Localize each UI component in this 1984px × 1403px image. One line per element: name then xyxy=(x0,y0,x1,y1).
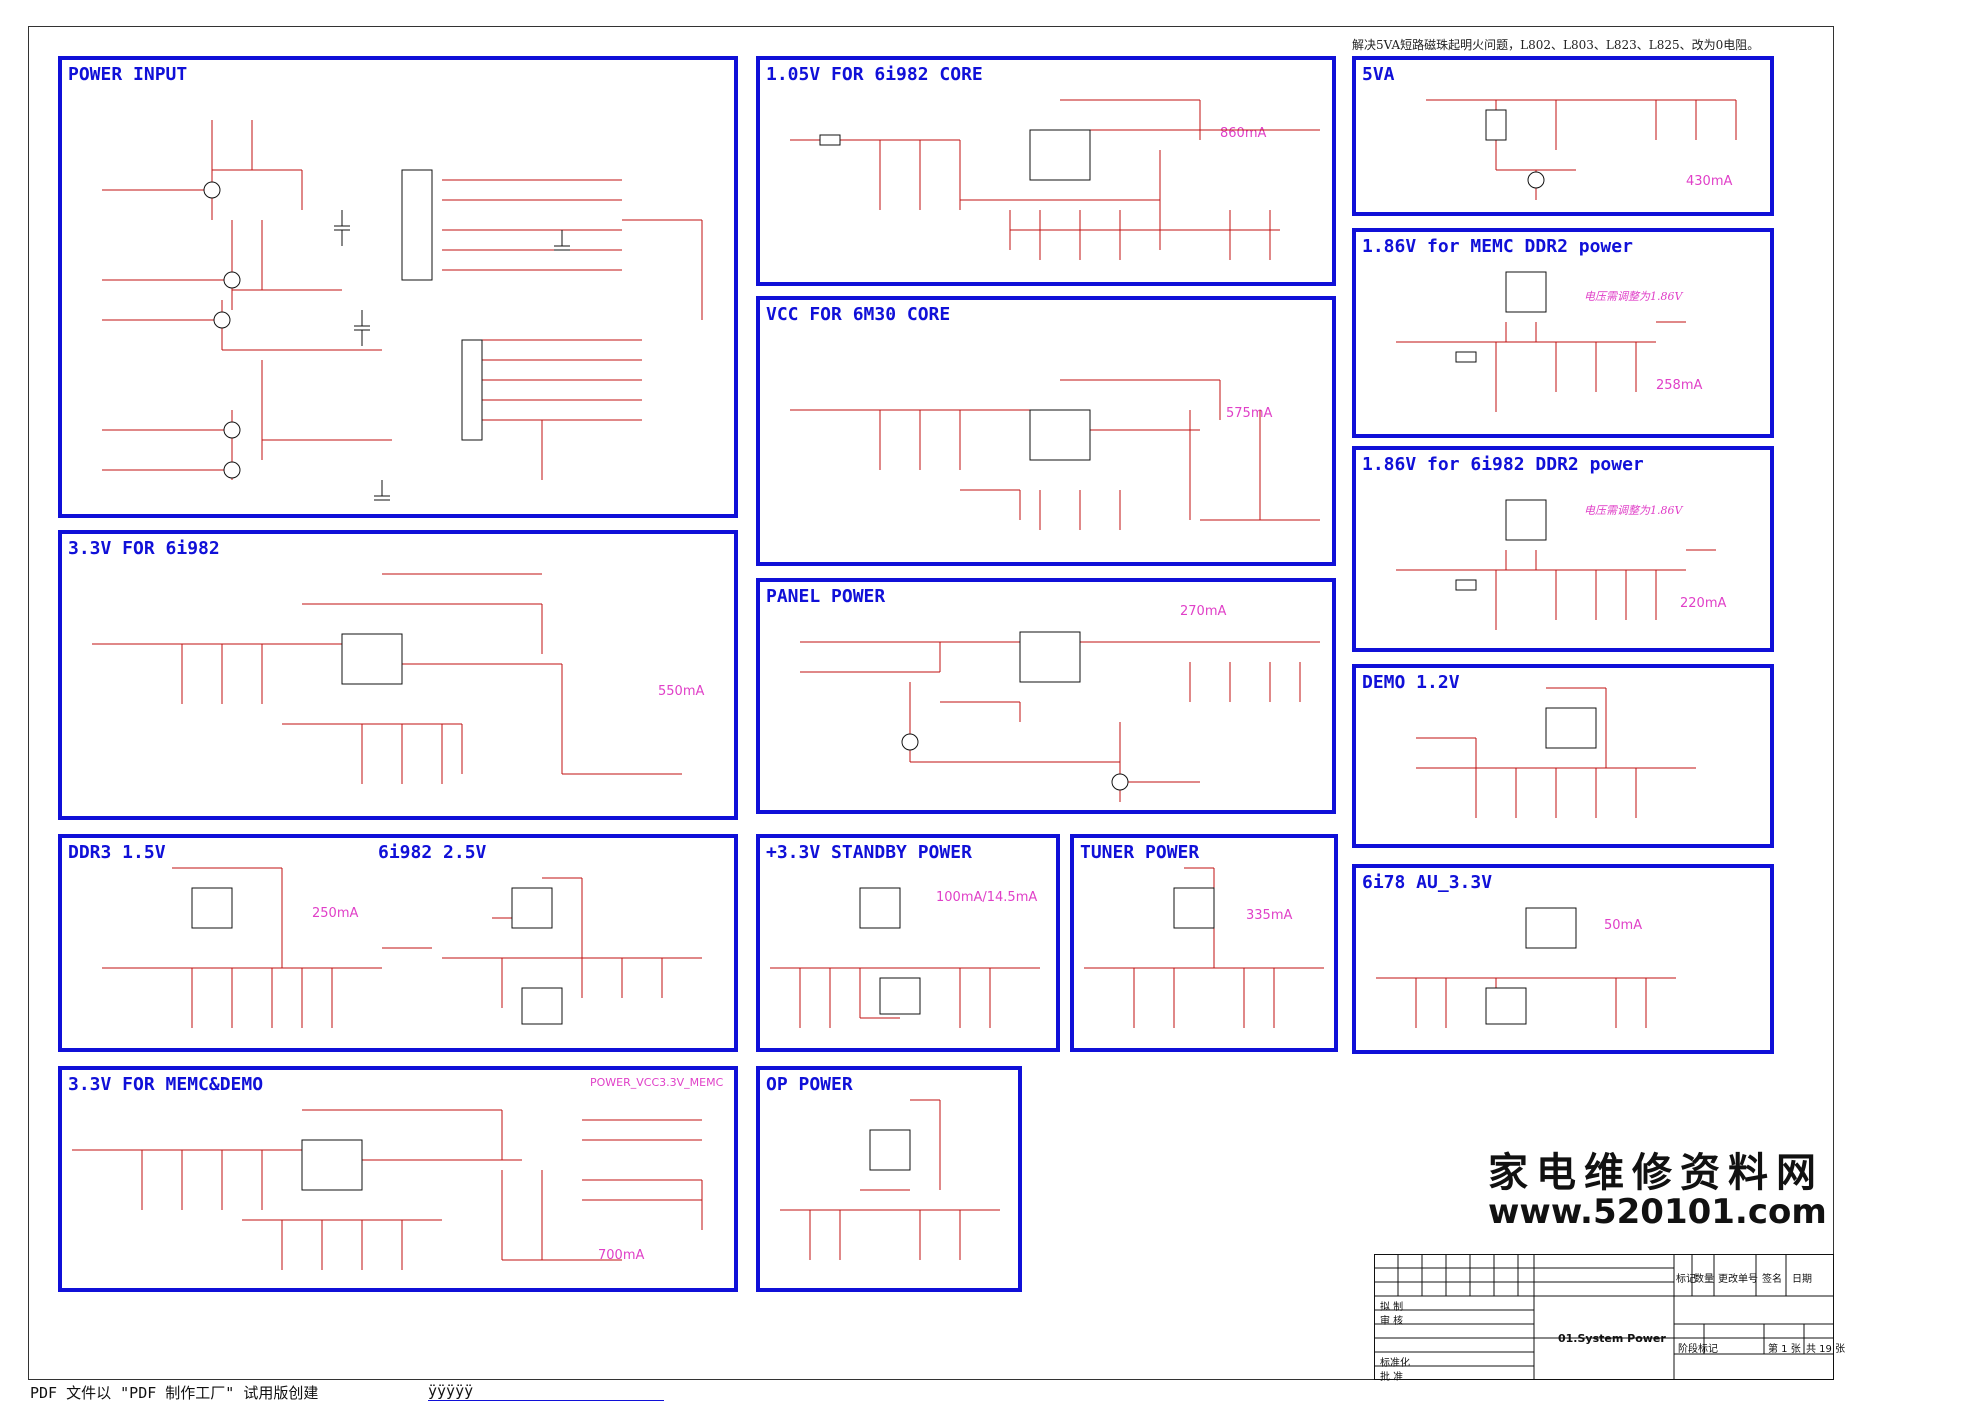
block-demo-1v2: DEMO 1.2V xyxy=(1352,664,1774,848)
sheet-total: 共 19 张 xyxy=(1806,1344,1846,1355)
block-title: VCC FOR 6M30 CORE xyxy=(766,304,951,325)
row-review: 审 核 xyxy=(1380,1316,1404,1327)
sheet-number: 第 1 张 xyxy=(1768,1344,1801,1355)
net-label: POWER_VCC3.3V_MEMC xyxy=(590,1076,724,1089)
current-label: 250mA xyxy=(312,906,359,921)
row-standard: 标准化 xyxy=(1380,1358,1410,1369)
current-label: 550mA xyxy=(658,684,705,699)
header-qty: 数量 xyxy=(1694,1274,1714,1285)
block-title: 3.3V FOR 6i982 xyxy=(68,538,220,559)
title-block-grid xyxy=(1374,1254,1834,1380)
current-label: 100mA/14.5mA xyxy=(936,890,1038,905)
current-label: 575mA xyxy=(1226,406,1273,421)
block-standby: +3.3V STANDBY POWER 100mA/14.5mA xyxy=(756,834,1060,1052)
watermark-logo: 家电维修资料网 xyxy=(1488,1149,1824,1196)
block-title: 3.3V FOR MEMC&DEMO xyxy=(68,1074,264,1095)
block-title: 1.86V for 6i982 DDR2 power xyxy=(1362,454,1644,475)
block-title: 5VA xyxy=(1362,64,1395,85)
header-date: 日期 xyxy=(1792,1274,1812,1285)
block-memc-ddr2: 1.86V for MEMC DDR2 power 电压需调整为1.86V 25… xyxy=(1352,228,1774,438)
current-label: 700mA xyxy=(598,1248,645,1263)
block-panel-power: PANEL POWER 270mA xyxy=(756,578,1336,814)
stage-mark: 阶段标记 xyxy=(1678,1344,1718,1355)
block-title: OP POWER xyxy=(766,1074,853,1095)
sheet-frame xyxy=(28,26,1834,1380)
block-power-input: POWER INPUT xyxy=(58,56,738,518)
block-title: DEMO 1.2V xyxy=(1362,672,1460,693)
vcc-6m30-schematic xyxy=(790,379,1320,530)
block-title: 1.05V FOR 6i982 CORE xyxy=(766,64,983,85)
block-title: 6i78 AU_3.3V xyxy=(1362,872,1493,893)
drawing-name: 01.System Power xyxy=(1558,1332,1666,1345)
header-sign: 签名 xyxy=(1762,1274,1782,1285)
block-subtitle: 6i982 2.5V xyxy=(378,842,487,863)
row-approve: 批 准 xyxy=(1380,1372,1404,1383)
block-title: DDR3 1.5V xyxy=(68,842,166,863)
current-label: 50mA xyxy=(1604,918,1643,933)
block-ddr3: DDR3 1.5V 6i982 2.5V 250mA xyxy=(58,834,738,1052)
standby-schematic xyxy=(770,887,1040,1028)
block-title: PANEL POWER xyxy=(766,586,886,607)
block-3v3-6i982: 3.3V FOR 6i982 550mA xyxy=(58,530,738,820)
header-change: 更改单号 xyxy=(1718,1274,1758,1285)
current-label: 335mA xyxy=(1246,908,1293,923)
power-input-schematic xyxy=(102,120,703,501)
memc-ddr2-schematic xyxy=(1396,271,1686,412)
pdf-footer: PDF 文件以 "PDF 制作工厂" 试用版创建 xyxy=(30,1384,319,1402)
current-label: 258mA xyxy=(1656,378,1703,393)
block-tuner: TUNER POWER 335mA xyxy=(1070,834,1338,1052)
footer-link[interactable]: ÿÿÿÿÿ xyxy=(428,1382,664,1401)
3v3-6i982-schematic xyxy=(92,573,682,784)
header-mark: 标记 xyxy=(1676,1274,1696,1285)
current-label: 220mA xyxy=(1680,596,1727,611)
voltage-note: 电压需调整为1.86V xyxy=(1584,504,1683,517)
block-vcc-6m30: VCC FOR 6M30 CORE 575mA xyxy=(756,296,1336,566)
block-6i982-ddr2: 1.86V for 6i982 DDR2 power 电压需调整为1.86V 2… xyxy=(1352,446,1774,652)
au-3v3-schematic xyxy=(1376,907,1676,1028)
block-title: +3.3V STANDBY POWER xyxy=(766,842,972,863)
block-1v05-core: 1.05V FOR 6i982 CORE 860mA xyxy=(756,56,1336,286)
row-draft: 拟 制 xyxy=(1380,1302,1404,1313)
memc-demo-schematic xyxy=(72,1109,703,1270)
tuner-schematic xyxy=(1084,867,1324,1028)
5va-schematic xyxy=(1426,99,1737,200)
core-1v05-schematic xyxy=(790,99,1320,260)
block-au-3v3: 6i78 AU_3.3V 50mA xyxy=(1352,864,1774,1054)
block-title: TUNER POWER xyxy=(1080,842,1200,863)
block-op-power: OP POWER xyxy=(756,1066,1022,1292)
title-block: 标记 数量 更改单号 签名 日期 拟 制 审 核 标准化 批 准 01.Syst… xyxy=(1374,1254,1845,1383)
block-5va: 5VA 430mA xyxy=(1352,56,1774,216)
watermark-url: www.520101.com xyxy=(1488,1192,1827,1232)
6i982-ddr2-schematic xyxy=(1396,499,1716,630)
demo-1v2-schematic xyxy=(1416,687,1696,818)
ddr3-schematic xyxy=(102,867,702,1028)
block-title: POWER INPUT xyxy=(68,64,188,85)
voltage-note: 电压需调整为1.86V xyxy=(1584,290,1683,303)
op-power-schematic xyxy=(780,1099,1000,1260)
panel-power-schematic xyxy=(800,631,1320,802)
current-label: 430mA xyxy=(1686,174,1733,189)
block-title: 1.86V for MEMC DDR2 power xyxy=(1362,236,1633,257)
block-memc-demo: 3.3V FOR MEMC&DEMO POWER_VCC3.3V_MEMC 70… xyxy=(58,1066,738,1292)
current-label: 270mA xyxy=(1180,604,1227,619)
revision-note: 解决5VA短路磁珠起明火问题，L802、L803、L823、L825、改为0电阻… xyxy=(1352,38,1760,52)
